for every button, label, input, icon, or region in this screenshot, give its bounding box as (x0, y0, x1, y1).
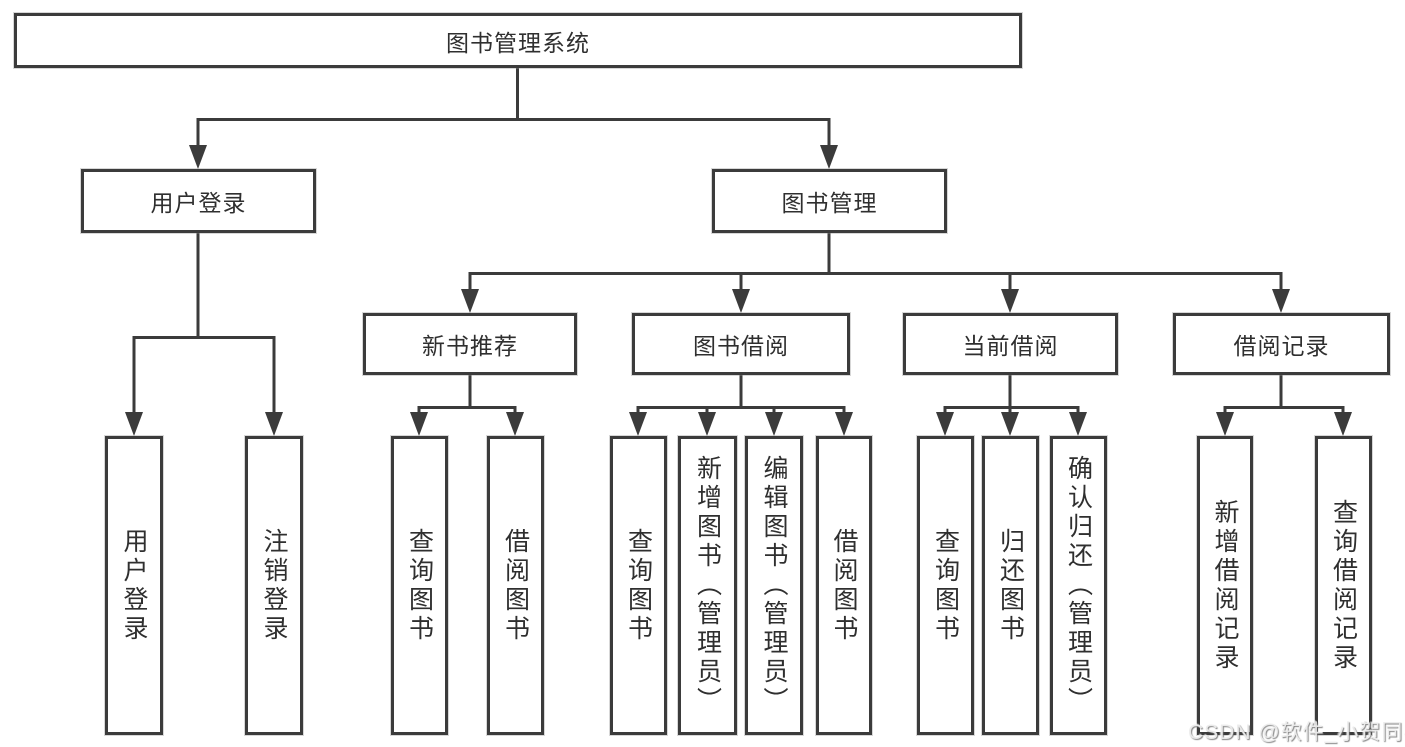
node-label: 借阅图书 (830, 527, 858, 644)
node-label: 用户登录 (120, 527, 148, 644)
node-label: 新增图书（管理员） (693, 455, 722, 716)
node-user-login: 用户登录 (81, 169, 316, 233)
csdn-watermark: CSDN @软件_小贺同学 (1188, 721, 1405, 744)
leaf-query-borrow-record: 查询借阅记录 (1315, 436, 1372, 735)
node-label: 用户登录 (150, 190, 247, 216)
leaf-user-login: 用户登录 (105, 436, 163, 735)
node-label: 查询借阅记录 (1329, 498, 1358, 673)
leaf-borrow-books-2: 借阅图书 (816, 436, 872, 735)
leaf-borrow-books-1: 借阅图书 (487, 436, 544, 735)
leaf-query-books-1: 查询图书 (391, 436, 448, 735)
leaf-return-books: 归还图书 (982, 436, 1039, 735)
leaf-query-books-2: 查询图书 (610, 436, 667, 735)
leaf-edit-books-admin: 编辑图书（管理员） (745, 436, 803, 735)
node-label: 图书借阅 (693, 333, 789, 359)
node-borrow-records: 借阅记录 (1173, 313, 1390, 375)
leaf-query-books-3: 查询图书 (917, 436, 974, 735)
arrowheads (125, 145, 1352, 436)
node-current-borrow: 当前借阅 (903, 313, 1118, 375)
node-label: 借阅记录 (1233, 333, 1330, 359)
node-label: 查询图书 (405, 527, 434, 644)
node-label: 确认归还（管理员） (1064, 455, 1093, 716)
node-label: 注销登录 (260, 527, 288, 644)
leaf-add-borrow-record: 新增借阅记录 (1197, 436, 1253, 735)
node-label: 图书管理系统 (446, 29, 590, 56)
leaf-confirm-return-admin: 确认归还（管理员） (1050, 436, 1107, 735)
node-label: 编辑图书（管理员） (760, 455, 788, 716)
node-label: 归还图书 (996, 527, 1025, 644)
node-label: 查询图书 (624, 527, 653, 644)
node-label: 当前借阅 (962, 333, 1059, 359)
node-label: 借阅图书 (501, 527, 530, 644)
leaf-add-books-admin: 新增图书（管理员） (678, 436, 737, 735)
node-label: 图书管理 (781, 190, 878, 216)
leaf-logout: 注销登录 (245, 436, 303, 735)
node-label: 新增借阅记录 (1211, 498, 1239, 673)
node-root-library-system: 图书管理系统 (14, 13, 1022, 68)
node-label: 新书推荐 (422, 333, 518, 359)
node-book-borrow: 图书借阅 (632, 313, 850, 375)
node-book-management: 图书管理 (712, 169, 947, 233)
node-label: 查询图书 (931, 527, 960, 644)
node-new-book-recommend: 新书推荐 (363, 313, 577, 375)
